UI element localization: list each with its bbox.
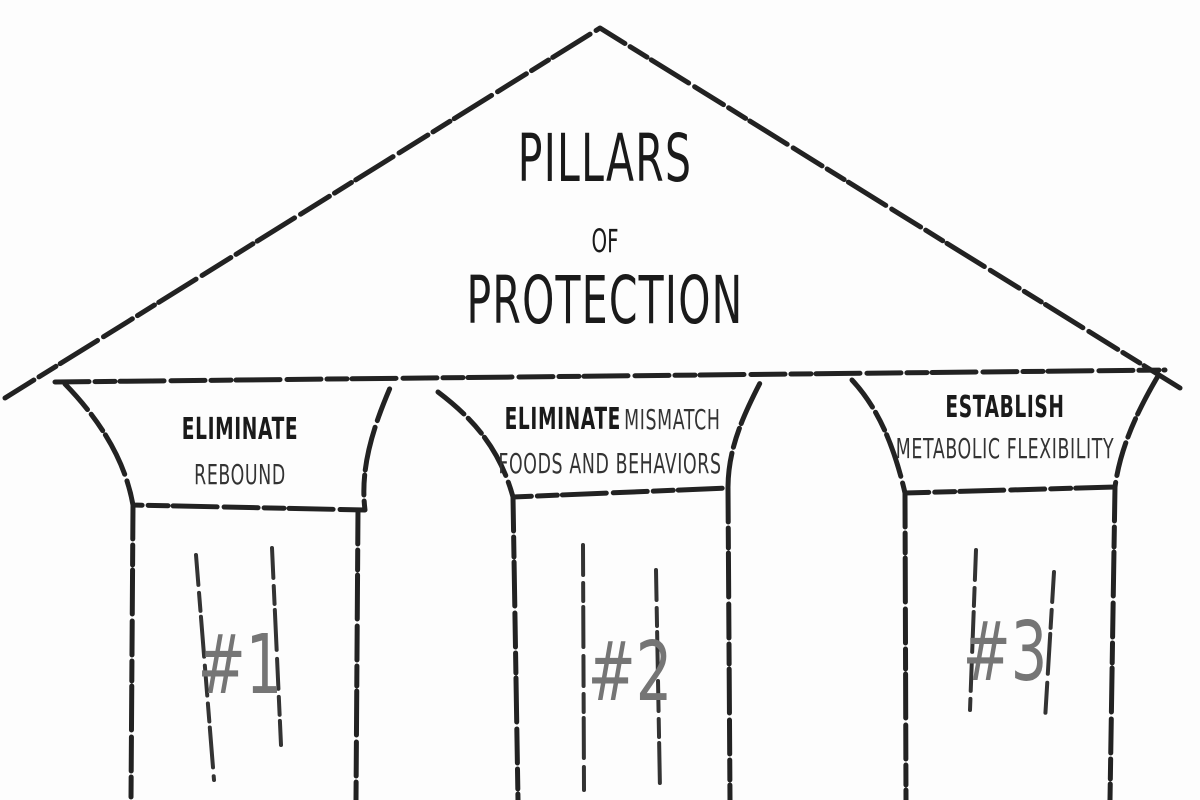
pillar-2-right-edge [725,485,733,800]
pillar-1-fluting-right [270,546,283,747]
roof-outline [2,25,1183,401]
pillar-1-capital [62,381,393,513]
pillar-1-right-edge [353,507,361,800]
pillar-3-right-edge [1107,484,1118,800]
pillar-1-subheading: rebound [194,458,286,491]
pillar-3-fluting-right [1043,570,1056,722]
pillar-2-heading-line: Eliminate Mismatch [504,402,720,437]
pillar-2-heading-rest: Mismatch [624,403,721,436]
roof-title-line-2: of [591,222,619,260]
roof-title-line-3: Protection [466,262,744,339]
roof-title-line-1: Pillars [517,120,693,197]
pillar-2-heading: Eliminate [504,402,622,437]
pillar-3-fluting-left [968,548,978,712]
pillar-1-left-edge [128,502,136,800]
pillar-3-heading: Establish [945,390,1065,425]
pillar-3-subheading: Metabolic Flexibility [895,432,1115,465]
pillar-2-subheading: foods and behaviors [498,447,722,480]
pillar-2-fluting-left [581,543,586,792]
pillar-3-number: #3 [962,605,1048,700]
pillar-1-heading: Eliminate [181,412,299,447]
pillar-1-fluting-left [194,553,216,782]
roof-beam [52,367,1168,385]
pillar-3-left-edge [902,490,909,800]
pillar-2-number: #2 [587,625,673,720]
pillar-1-number: #1 [197,618,283,713]
pillar-2-left-edge [510,494,521,800]
pillar-2-fluting-right [654,568,662,792]
